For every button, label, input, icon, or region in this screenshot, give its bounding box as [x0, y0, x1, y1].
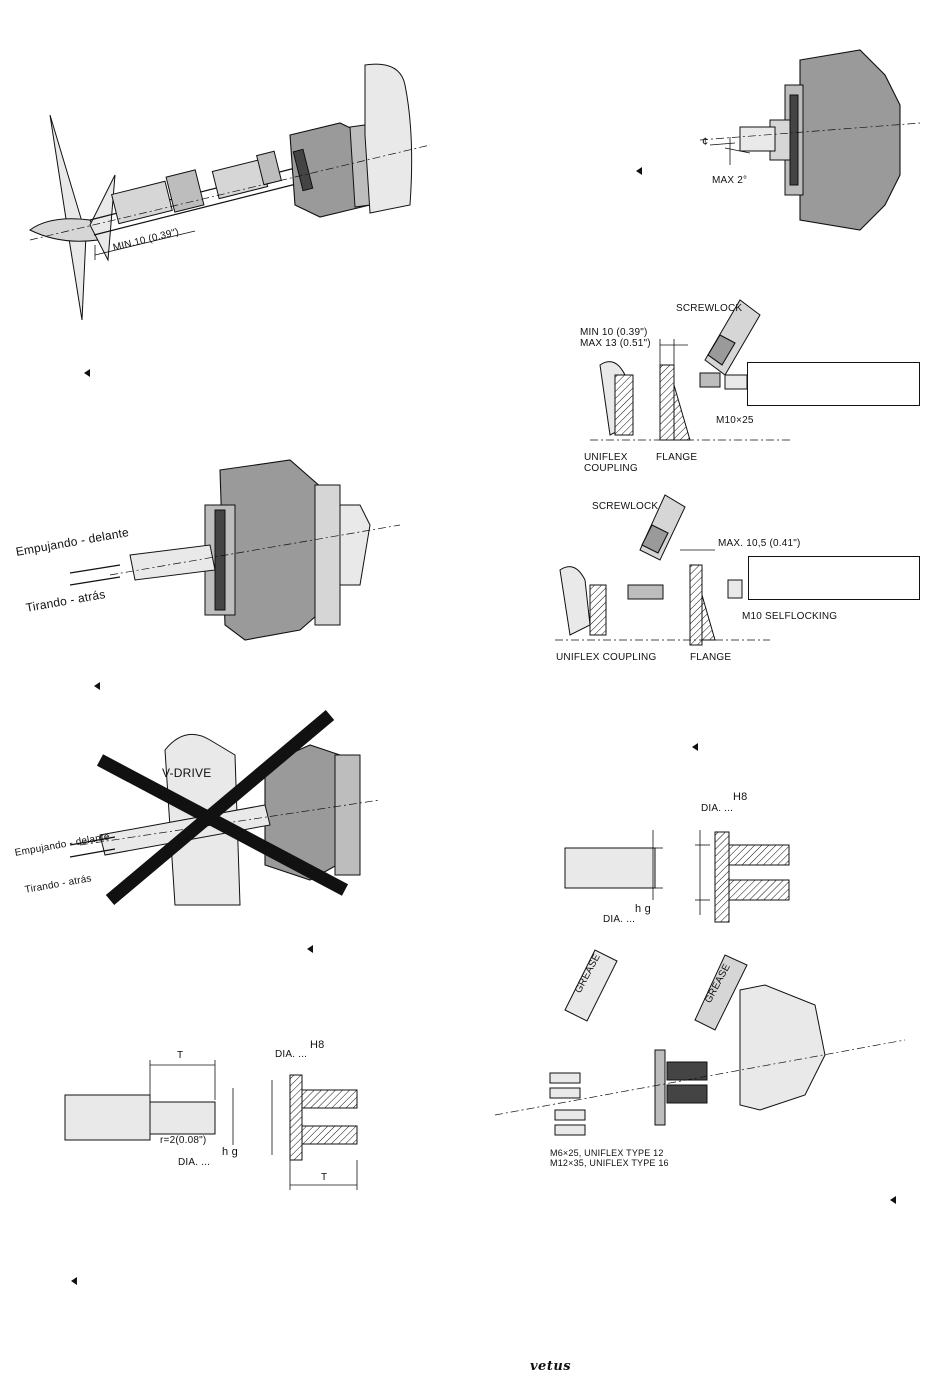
coupling-label: UNIFLEX COUPLING: [584, 452, 638, 474]
min-gap-label: MIN 10 (0.39"): [580, 327, 648, 338]
nut-size-label: M10 SELFLOCKING: [742, 611, 838, 622]
marker-arrow-icon: [890, 1196, 896, 1204]
shaft-tolerance-label: h g: [635, 903, 651, 915]
bore-tolerance-label: H8: [310, 1039, 325, 1051]
vdrive-label: V-DRIVE: [162, 766, 212, 780]
vetus-logo: vetus: [530, 1359, 572, 1374]
centerline-symbol: ¢: [702, 136, 709, 148]
fig-selflocking-nut: SCREWLOCK MAX. 10,5 (0.41") M10 SELFLOCK…: [550, 494, 930, 670]
tolerance-drawing: [564, 830, 790, 923]
marker-arrow-icon: [94, 682, 100, 690]
shaft-length-drawing: [64, 1060, 358, 1190]
bore-tolerance-label: H8: [733, 791, 748, 803]
marker-arrow-icon: [692, 743, 698, 751]
flange-label: FLANGE: [690, 652, 732, 663]
marker-arrow-icon: [84, 369, 90, 377]
radius-label: r=2(0.08"): [160, 1135, 207, 1146]
alignment-drawing: [699, 49, 921, 231]
thrust-drawing: [69, 459, 401, 641]
shaft-dia-label: DIA. ...: [603, 914, 636, 925]
marker-arrow-icon: [71, 1277, 77, 1285]
bore-dia-label: DIA. ...: [275, 1049, 308, 1060]
selflocking-drawing: [555, 494, 770, 646]
vdrive-drawing: [69, 710, 381, 906]
note-box: [747, 362, 920, 406]
spec-line-1: M6×25, UNIFLEX TYPE 12: [550, 1148, 664, 1158]
note-box: [748, 556, 920, 600]
fig-shaft-length: T r=2(0.08") h g DIA. ... DIA. ... H8 T: [60, 1040, 380, 1190]
marker-arrow-icon: [636, 167, 642, 175]
shaft-dia-label: DIA. ...: [178, 1157, 211, 1168]
propeller-shaft-drawing: [29, 63, 431, 321]
spec-line-2: M12×35, UNIFLEX TYPE 16: [550, 1158, 669, 1168]
bore-dia-label: DIA. ...: [701, 803, 734, 814]
fig-vdrive-crossed: V-DRIVE Empujando - delante Tirando - at…: [10, 705, 390, 915]
fig-propeller-shaft: MIN.10 (0.39"): [20, 55, 440, 325]
flange-label: FLANGE: [656, 452, 698, 463]
shaft-t-label: T: [177, 1050, 184, 1061]
fig-screwlock-bolts: SCREWLOCK MIN 10 (0.39") MAX 13 (0.51") …: [570, 295, 930, 480]
marker-arrow-icon: [307, 945, 313, 953]
fig-grease-assembly: GREASE GREASE M6×25, UNIFLEX TYPE 12 M12…: [494, 945, 915, 1185]
screwlock-label: SCREWLOCK: [592, 501, 659, 512]
max-gap-label: MAX. 10,5 (0.41"): [718, 538, 801, 549]
bolt-size-label: M10×25: [716, 415, 754, 426]
fig-alignment-angle: ¢ MAX 2°: [690, 45, 930, 235]
shaft-tolerance-label: h g: [222, 1146, 238, 1158]
screwlock-label: SCREWLOCK: [676, 303, 743, 314]
coupling-label: UNIFLEX COUPLING: [556, 652, 657, 663]
bore-t-label: T: [321, 1172, 328, 1183]
screwlock-drawing: [590, 299, 790, 441]
grease-drawing: [494, 949, 906, 1136]
fig-thrust-direction: Empujando - delante Tirando - atrás: [10, 455, 410, 655]
max-angle-label: MAX 2°: [712, 175, 748, 186]
fig-shaft-bore-tolerance: DIA. ... H8 h g DIA. ...: [555, 790, 815, 930]
max-gap-label: MAX 13 (0.51"): [580, 338, 651, 349]
